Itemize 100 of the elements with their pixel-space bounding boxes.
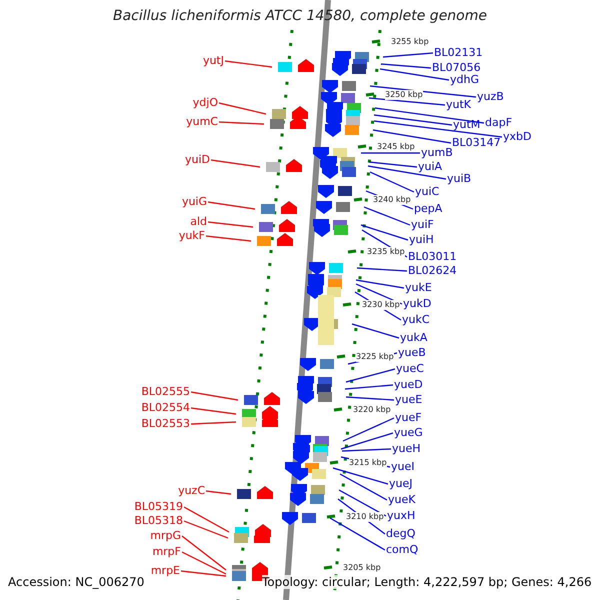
leader-line [342, 417, 394, 442]
gene-label: yutJ [202, 54, 224, 68]
position-label: 3220 kbp [353, 405, 391, 415]
leader-line [182, 536, 226, 570]
position-label: 3255 kbp [391, 37, 429, 47]
leader-line [206, 490, 232, 495]
gene-label: BL02555 [141, 385, 190, 399]
gene-label: mrpG [150, 529, 181, 543]
leader-line [340, 473, 388, 501]
gene-label: yuiD [184, 153, 210, 167]
position-label: 3245 kbp [377, 142, 415, 152]
gene-label: BL05319 [134, 500, 183, 514]
gene-label: yukC [402, 313, 430, 327]
gene-label: degQ [386, 527, 416, 541]
position-label: 3215 kbp [349, 458, 387, 468]
leader-line [361, 152, 420, 154]
gene-label: BL02624 [408, 264, 457, 278]
gene-label: yueF [395, 411, 422, 425]
leader-line [208, 221, 254, 228]
position-label: 3230 kbp [362, 300, 400, 310]
leader-line [352, 323, 400, 339]
gene-label: yuiF [411, 218, 434, 232]
genome-info: Topology: circular; Length: 4,222,597 bp; Genes: 4,266 [262, 575, 592, 589]
gene-label: yukD [403, 297, 432, 311]
gene-label: yueB [398, 346, 426, 360]
gene-label: yxbD [503, 130, 532, 144]
gene-label: yueH [392, 442, 421, 456]
leader-line [382, 52, 434, 58]
gene-label: BL03011 [408, 250, 457, 264]
gene-label: BL07056 [432, 61, 481, 75]
leader-line [380, 68, 450, 81]
leader-line [180, 570, 226, 577]
position-label: 3225 kbp [356, 352, 394, 362]
gene-label: yukA [400, 331, 428, 345]
gene-label: comQ [386, 543, 418, 557]
gene-label: mrpF [152, 545, 181, 559]
leader-line [206, 235, 252, 242]
gene-label: yuxH [387, 509, 416, 523]
position-label: 3250 kbp [385, 90, 423, 100]
leader-line [184, 520, 228, 539]
leader-line [184, 506, 230, 533]
gene-label: pepA [414, 202, 442, 216]
gene-label: mrpE [150, 564, 180, 578]
gene-label: yumB [421, 146, 453, 160]
leader-line [190, 407, 236, 415]
leader-line [374, 114, 452, 126]
position-label: 3240 kbp [373, 195, 411, 205]
gene-label: dapF [485, 116, 512, 130]
leader-line [342, 448, 392, 452]
gene-label: yuiH [409, 233, 434, 247]
leader-line [330, 517, 386, 551]
gene-label: yueK [388, 493, 416, 507]
gene-label: yukF [178, 229, 205, 243]
leader-line [182, 551, 226, 575]
leader-line [218, 121, 264, 125]
leader-line [364, 206, 410, 226]
leader-line [218, 102, 266, 115]
leader-line [340, 432, 394, 450]
gene-label: yuiB [447, 172, 472, 186]
leader-line [190, 421, 236, 425]
leader-line [190, 391, 238, 401]
gene-label: yutK [446, 98, 472, 112]
gene-label: yueJ [389, 477, 412, 491]
gene-label: yukE [405, 281, 432, 295]
gene-label: yuzB [477, 90, 504, 104]
leader-line [208, 201, 256, 210]
gene-label: yueI [391, 460, 414, 474]
leader-line [370, 171, 414, 193]
genome-info: Accession: NC_006270 [8, 575, 144, 589]
leader-line [380, 63, 432, 69]
leader-line [210, 159, 260, 168]
gene-label: ald [190, 215, 207, 229]
gene-label: yueC [396, 362, 424, 376]
position-label: 3210 kbp [346, 512, 384, 522]
position-label: 3205 kbp [343, 563, 381, 573]
gene-label: BL05318 [134, 514, 183, 528]
gene-label: ydhG [450, 73, 479, 87]
gene-label: BL02554 [141, 401, 190, 415]
leader-line [356, 279, 404, 289]
gene-label: yuiG [182, 195, 207, 209]
gene-label: BL02131 [434, 46, 483, 60]
leader-line [346, 368, 396, 383]
gene-label: yuiC [415, 185, 440, 199]
gene-label: BL03147 [452, 136, 501, 150]
leader-line [368, 97, 446, 106]
title: Bacillus licheniformis ATCC 14580, complete genome [112, 9, 488, 23]
gene-label: yueE [395, 393, 422, 407]
leader-line [368, 165, 446, 180]
leader-line [370, 85, 476, 98]
gene-label: yuzC [178, 484, 205, 498]
leader-line [356, 267, 408, 272]
position-label: 3235 kbp [367, 247, 405, 257]
leader-line [374, 107, 484, 124]
gene-label: ydjO [192, 96, 218, 110]
leader-line [344, 384, 394, 390]
leader-line [360, 224, 408, 241]
leader-line [224, 60, 272, 68]
gene-label: yuiA [418, 160, 442, 174]
gene-label: yueD [394, 378, 423, 392]
gene-label: yumC [186, 115, 218, 129]
